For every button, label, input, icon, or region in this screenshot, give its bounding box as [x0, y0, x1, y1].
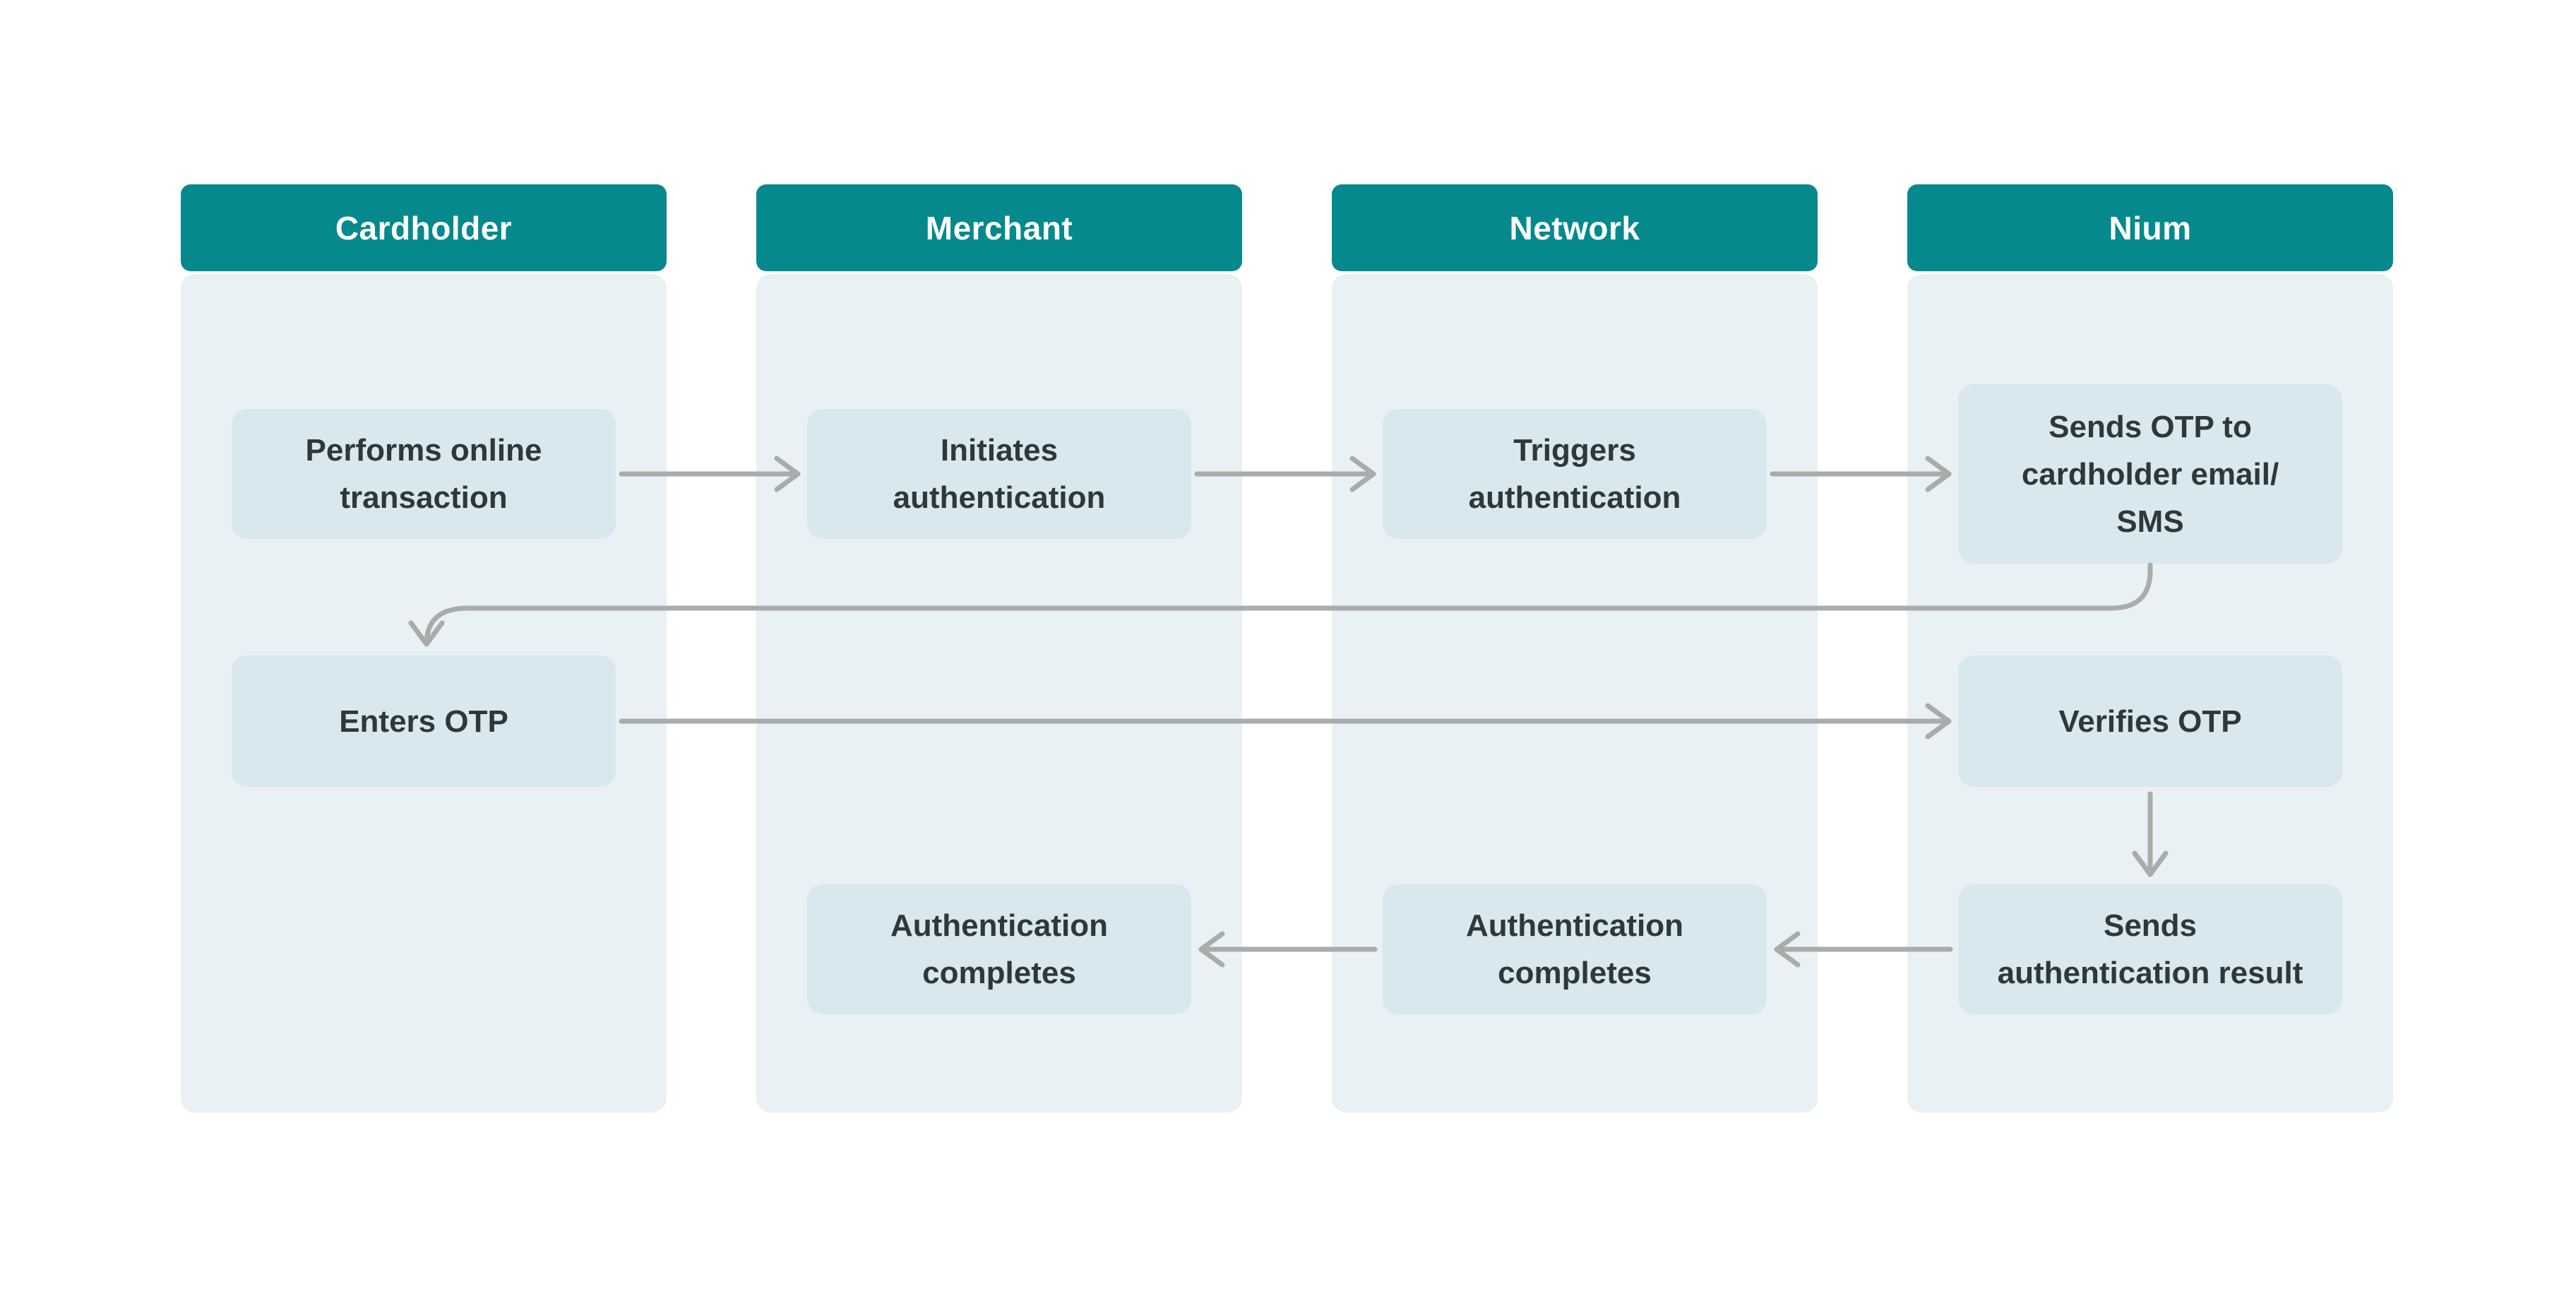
lane-header-merchant-label: Merchant — [925, 209, 1073, 247]
node-verifies-otp-label: Verifies OTP — [2058, 704, 2242, 739]
node-triggers-authentication: Triggers authentication — [1383, 409, 1767, 539]
node-sends-otp-to-cardholder: Sends OTP to cardholder email/ SMS — [1958, 384, 2342, 564]
node-sends-otp-to-cardholder-label: Sends OTP to cardholder email/ SMS — [2021, 409, 2279, 539]
node-triggers-authentication-label: Triggers authentication — [1468, 433, 1681, 515]
lane-header-nium: Nium — [1907, 184, 2393, 271]
lane-header-cardholder-label: Cardholder — [335, 209, 513, 247]
lane-header-network-label: Network — [1509, 209, 1640, 247]
node-initiates-authentication-label: Initiates authentication — [893, 433, 1106, 515]
lane-header-network: Network — [1332, 184, 1818, 271]
arrow-sends-otp-to-enters-otp — [408, 562, 2153, 647]
node-merchant-authentication-completes: Authentication completes — [807, 884, 1191, 1014]
lane-cardholder: Cardholder — [181, 184, 667, 1112]
lane-header-nium-label: Nium — [2109, 209, 2192, 247]
lane-header-merchant: Merchant — [756, 184, 1242, 271]
node-network-authentication-completes-label: Authentication completes — [1466, 908, 1683, 990]
node-sends-authentication-result: Sends authentication result — [1958, 884, 2342, 1014]
node-sends-authentication-result-label: Sends authentication result — [1997, 908, 2303, 990]
node-network-authentication-completes: Authentication completes — [1383, 884, 1767, 1014]
node-verifies-otp: Verifies OTP — [1958, 655, 2342, 787]
node-performs-online-transaction-label: Performs online transaction — [305, 433, 542, 515]
lane-header-cardholder: Cardholder — [181, 184, 667, 271]
node-enters-otp-label: Enters OTP — [339, 704, 508, 739]
node-initiates-authentication: Initiates authentication — [807, 409, 1191, 539]
node-enters-otp: Enters OTP — [232, 655, 616, 787]
node-merchant-authentication-completes-label: Authentication completes — [890, 908, 1108, 990]
node-performs-online-transaction: Performs online transaction — [232, 409, 616, 539]
